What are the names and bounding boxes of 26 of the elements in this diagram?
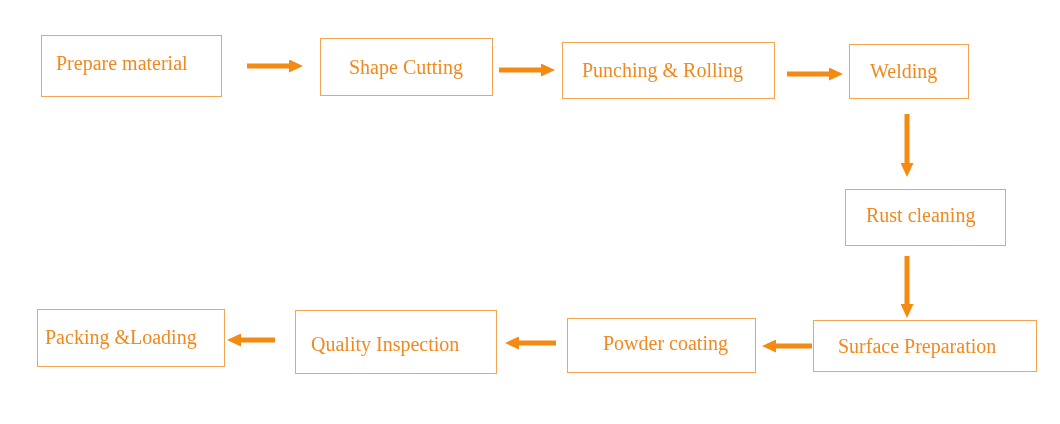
arrow	[227, 333, 275, 347]
arrow	[505, 336, 556, 350]
arrow	[762, 339, 812, 353]
step-label: Welding	[870, 60, 938, 83]
arrow	[499, 63, 555, 77]
step-label: Powder coating	[603, 332, 728, 355]
arrow	[900, 114, 914, 177]
arrow	[247, 59, 303, 73]
step-label: Rust cleaning	[866, 204, 976, 227]
process-box	[41, 35, 222, 97]
step-label: Punching & Rolling	[582, 59, 744, 82]
arrow	[900, 256, 914, 318]
process-box	[845, 189, 1006, 246]
process-box	[562, 42, 775, 99]
process-box	[813, 320, 1037, 372]
step-label: Prepare material	[56, 51, 188, 75]
step-label: Quality Inspection	[311, 332, 460, 356]
process-box	[295, 310, 497, 374]
process-box	[37, 309, 225, 367]
process-box	[320, 38, 493, 96]
step-label: Surface Preparation	[838, 334, 997, 358]
process-box	[567, 318, 756, 373]
step-label: Shape Cutting	[349, 55, 463, 79]
arrow	[787, 67, 843, 81]
process-box	[849, 44, 969, 99]
step-label: Packing &Loading	[45, 325, 197, 349]
